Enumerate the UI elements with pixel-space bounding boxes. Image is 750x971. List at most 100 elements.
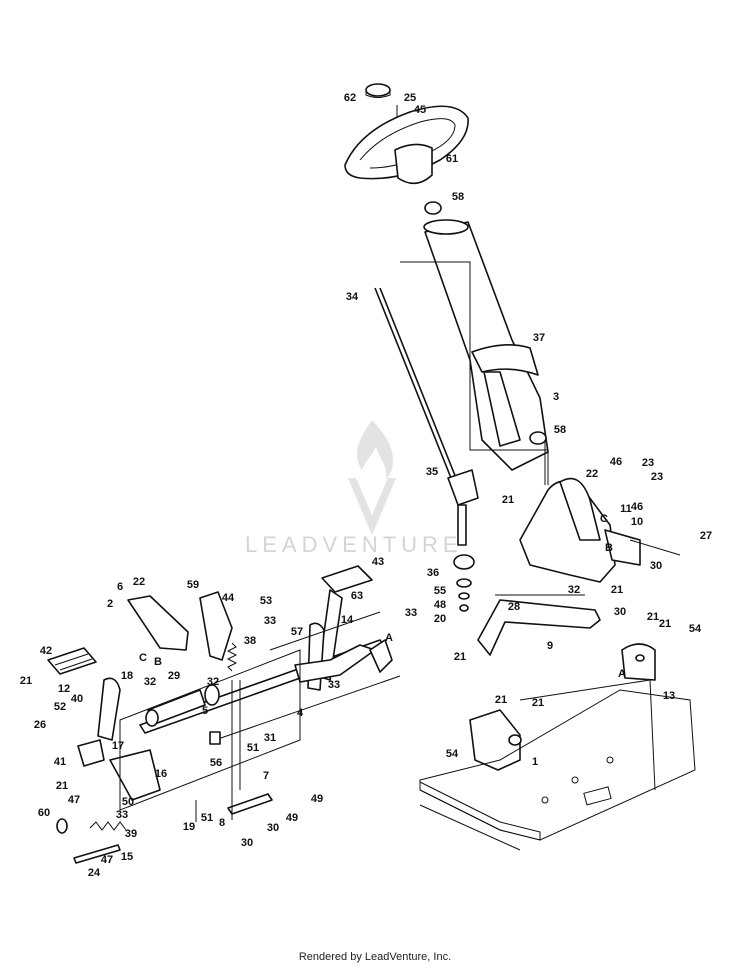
callout-47: 47 bbox=[101, 854, 113, 866]
brake-pedal bbox=[77, 739, 105, 767]
callout-21: 21 bbox=[647, 611, 659, 623]
lever-2 bbox=[127, 595, 189, 651]
callout-33: 33 bbox=[264, 615, 276, 627]
callout-24: 24 bbox=[88, 867, 101, 879]
callout-61: 61 bbox=[446, 153, 458, 165]
callout-30: 30 bbox=[267, 822, 279, 834]
callout-32: 32 bbox=[568, 584, 580, 596]
callout-19: 19 bbox=[183, 821, 195, 833]
callout-21: 21 bbox=[20, 675, 32, 687]
callout-3: 3 bbox=[553, 391, 559, 403]
callout-30: 30 bbox=[241, 837, 253, 849]
cross-shaft bbox=[145, 684, 220, 727]
footer-credit: Rendered by LeadVenture, Inc. bbox=[298, 951, 452, 963]
callout-10: 10 bbox=[631, 516, 643, 528]
callout-30: 30 bbox=[614, 606, 626, 618]
callout-16: 16 bbox=[155, 768, 167, 780]
callout-47: 47 bbox=[68, 794, 80, 806]
steering-wheel bbox=[344, 83, 469, 215]
callout-51: 51 bbox=[247, 742, 259, 754]
callout-42: 42 bbox=[40, 645, 52, 657]
callout-28: 28 bbox=[508, 601, 520, 613]
callout-4: 4 bbox=[297, 707, 304, 719]
callout-21: 21 bbox=[611, 584, 623, 596]
callout-25: 25 bbox=[404, 92, 416, 104]
callout-55: 55 bbox=[434, 585, 446, 597]
callout-21: 21 bbox=[56, 780, 68, 792]
steering-column bbox=[400, 219, 549, 485]
callout-21: 21 bbox=[532, 697, 544, 709]
callout-21: 21 bbox=[502, 494, 514, 506]
callout-54: 54 bbox=[689, 623, 702, 635]
bracket-16 bbox=[109, 749, 161, 801]
callout-8: 8 bbox=[219, 817, 225, 829]
callout-38: 38 bbox=[244, 635, 256, 647]
callout-5: 5 bbox=[202, 705, 208, 717]
callout-27: 27 bbox=[700, 530, 712, 542]
callout-32: 32 bbox=[207, 676, 219, 688]
callout-48: 48 bbox=[434, 599, 446, 611]
callout-A: A bbox=[618, 668, 626, 680]
callout-46: 46 bbox=[631, 501, 643, 513]
callout-22: 22 bbox=[133, 576, 145, 588]
callout-44: 44 bbox=[222, 592, 235, 604]
callout-43: 43 bbox=[372, 556, 384, 568]
pedal-arm-18 bbox=[97, 677, 121, 741]
callout-21: 21 bbox=[454, 651, 466, 663]
callout-49: 49 bbox=[286, 812, 298, 824]
callout-22: 22 bbox=[586, 468, 598, 480]
callout-63: 63 bbox=[351, 590, 363, 602]
callout-1: 1 bbox=[532, 756, 538, 768]
callout-20: 20 bbox=[434, 613, 446, 625]
callout-33: 33 bbox=[116, 809, 128, 821]
callout-56: 56 bbox=[210, 757, 222, 769]
callout-C: C bbox=[139, 652, 147, 664]
callout-59: 59 bbox=[187, 579, 199, 591]
callout-17: 17 bbox=[112, 740, 124, 752]
spring-39 bbox=[89, 821, 127, 831]
callout-37: 37 bbox=[533, 332, 545, 344]
callout-21: 21 bbox=[495, 694, 507, 706]
callout-53: 53 bbox=[260, 595, 272, 607]
callout-60: 60 bbox=[38, 807, 50, 819]
bushing-60 bbox=[56, 818, 68, 834]
bracket-right bbox=[621, 643, 656, 681]
steering-shaft bbox=[374, 287, 479, 612]
callout-40: 40 bbox=[71, 693, 83, 705]
watermark: LEADVENTURE bbox=[245, 420, 463, 557]
callout-49: 49 bbox=[311, 793, 323, 805]
callout-21: 21 bbox=[659, 618, 671, 630]
callout-39: 39 bbox=[125, 828, 137, 840]
callout-14: 14 bbox=[341, 614, 354, 626]
callout-A: A bbox=[385, 632, 393, 644]
callout-C: C bbox=[600, 513, 608, 525]
callout-35: 35 bbox=[426, 466, 438, 478]
callout-51: 51 bbox=[201, 812, 213, 824]
callout-29: 29 bbox=[168, 670, 180, 682]
callout-23: 23 bbox=[651, 471, 663, 483]
callout-62: 62 bbox=[344, 92, 356, 104]
left-pedal bbox=[47, 647, 97, 675]
link-15 bbox=[73, 844, 121, 864]
callout-46: 46 bbox=[610, 456, 622, 468]
phantom-lines bbox=[119, 539, 681, 811]
cross-brace bbox=[477, 599, 601, 656]
frame-plate bbox=[469, 709, 522, 771]
callout-12: 12 bbox=[58, 683, 70, 695]
support-bracket-upper bbox=[495, 477, 641, 596]
chassis-frame bbox=[419, 679, 696, 851]
callout-58: 58 bbox=[554, 424, 566, 436]
callout-54: 54 bbox=[446, 748, 459, 760]
callout-36: 36 bbox=[427, 567, 439, 579]
callout-B: B bbox=[154, 656, 162, 668]
watermark-text: LEADVENTURE bbox=[245, 532, 463, 557]
callout-57: 57 bbox=[291, 626, 303, 638]
callout-41: 41 bbox=[54, 756, 66, 768]
callout-11: 11 bbox=[620, 503, 632, 515]
flame-logo-icon bbox=[348, 420, 396, 535]
callout-26: 26 bbox=[34, 719, 46, 731]
callout-32: 32 bbox=[144, 676, 156, 688]
callout-9: 9 bbox=[547, 640, 553, 652]
nut-56 bbox=[209, 731, 221, 745]
